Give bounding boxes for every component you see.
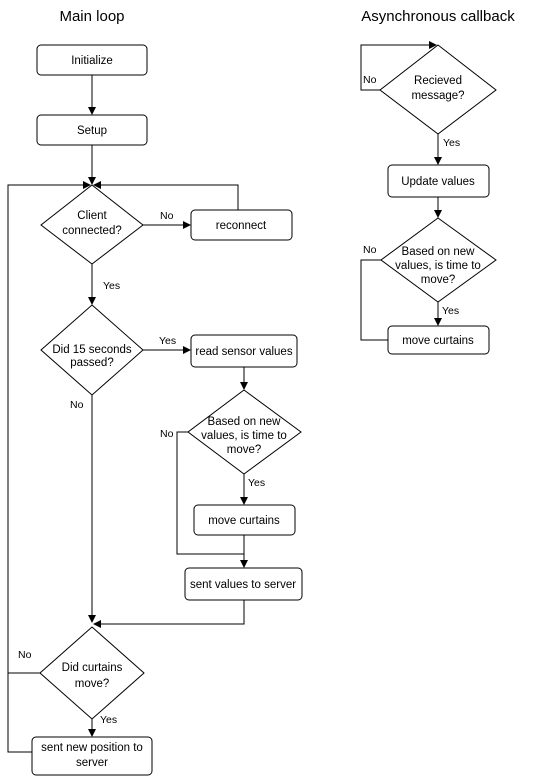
read-sensor-label: read sensor values xyxy=(195,346,292,358)
read-sensor-step[interactable]: read sensor values xyxy=(190,334,298,368)
async-move-curtains-step[interactable]: move curtains xyxy=(387,325,490,355)
client-connected-line-2: connected? xyxy=(62,225,121,237)
did-curtains-move-line-1: Did curtains xyxy=(62,662,123,674)
did-15-seconds-yes-label: Yes xyxy=(159,335,176,347)
did-curtains-move-decision[interactable]: Did curtains move? xyxy=(39,626,145,720)
main-based-on-new-line-1: Based on new xyxy=(208,416,282,428)
did-15-seconds-decision[interactable]: Did 15 seconds passed? xyxy=(40,304,144,396)
async-based-on-new-line-3: move? xyxy=(421,274,456,286)
received-message-yes-label: Yes xyxy=(443,137,460,149)
sent-values-label: sent values to server xyxy=(190,579,296,591)
main-loop-title: Main loop xyxy=(59,8,124,25)
received-message-decision[interactable]: Recieved message? xyxy=(379,44,497,135)
main-move-curtains-step[interactable]: move curtains xyxy=(193,504,296,536)
main-based-on-new-yes-label: Yes xyxy=(248,477,265,489)
async-based-on-new-decision[interactable]: Based on new values, is time to move? xyxy=(380,217,497,303)
setup-step[interactable]: Setup xyxy=(36,114,148,146)
initialize-step[interactable]: Initialize xyxy=(36,44,148,76)
sent-position-line-1: sent new position to xyxy=(41,742,143,754)
async-callback-edges xyxy=(360,41,442,341)
async-based-on-new-no-label: No xyxy=(363,244,377,256)
did-curtains-move-no-label: No xyxy=(18,649,32,661)
did-15-seconds-no-label: No xyxy=(70,399,84,411)
did-15-seconds-line-2: passed? xyxy=(70,357,113,369)
async-based-on-new-line-2: values, is time to xyxy=(395,260,481,272)
async-based-on-new-yes-label: Yes xyxy=(442,305,459,317)
main-move-curtains-label: move curtains xyxy=(208,515,280,527)
async-move-curtains-label: move curtains xyxy=(402,335,474,347)
did-curtains-move-yes-label: Yes xyxy=(100,714,117,726)
received-message-no-label: No xyxy=(363,74,377,86)
main-based-on-new-line-3: move? xyxy=(227,444,262,456)
client-connected-decision[interactable]: Client connected? xyxy=(40,184,144,265)
sent-values-step[interactable]: sent values to server xyxy=(184,567,303,601)
main-based-on-new-decision[interactable]: Based on new values, is time to move? xyxy=(187,389,302,475)
did-15-seconds-line-1: Did 15 seconds xyxy=(52,344,132,356)
received-message-line-1: Recieved xyxy=(414,75,462,87)
main-based-on-new-no-label: No xyxy=(160,428,174,440)
reconnect-step[interactable]: reconnect xyxy=(190,209,293,241)
main-loop-edges xyxy=(7,75,248,753)
did-curtains-move-line-2: move? xyxy=(75,678,110,690)
main-based-on-new-line-2: values, is time to xyxy=(201,430,287,442)
update-values-label: Update values xyxy=(401,176,475,188)
client-connected-no-label: No xyxy=(160,210,174,222)
client-connected-yes-label: Yes xyxy=(103,280,120,292)
sent-position-step[interactable]: sent new position to server xyxy=(31,736,153,776)
sent-position-line-2: server xyxy=(76,757,108,769)
client-connected-line-1: Client xyxy=(77,210,107,222)
received-message-line-2: message? xyxy=(411,90,464,102)
initialize-label: Initialize xyxy=(71,55,113,67)
async-based-on-new-line-1: Based on new xyxy=(402,246,476,258)
setup-label: Setup xyxy=(77,125,107,137)
reconnect-label: reconnect xyxy=(216,220,267,232)
update-values-step[interactable]: Update values xyxy=(387,164,490,198)
async-callback-title: Asynchronous callback xyxy=(361,8,515,25)
